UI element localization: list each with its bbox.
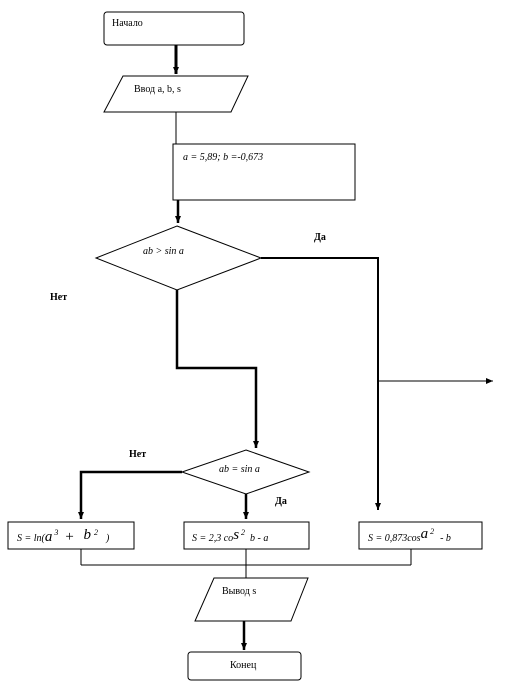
assign-node [172,143,356,201]
end-label: Конец [230,660,257,671]
condition-2-label: ab = sin a [219,464,260,475]
connector-no-2 [78,470,182,519]
no-label-1: Нет [50,292,67,303]
start-node [103,11,245,46]
output-label: Вывод s [222,586,256,597]
start-label: Начало [112,18,143,29]
condition-1-node [94,225,263,291]
end-node [187,651,302,681]
connector-yes-1 [261,257,381,510]
output-node [194,577,309,622]
no-label-2: Нет [129,449,146,460]
condition-1-label: ab > sin a [143,246,184,257]
yes-label-2: Да [275,496,287,507]
input-node [103,75,249,113]
assign-label: a = 5,89; b =-0,673 [183,152,263,163]
input-label: Ввод a, b, s [134,84,181,95]
connector-no-1 [175,290,259,448]
yes-label-1: Да [314,232,326,243]
formula-cos873-node [358,521,483,550]
formula-ln-node [7,521,135,550]
